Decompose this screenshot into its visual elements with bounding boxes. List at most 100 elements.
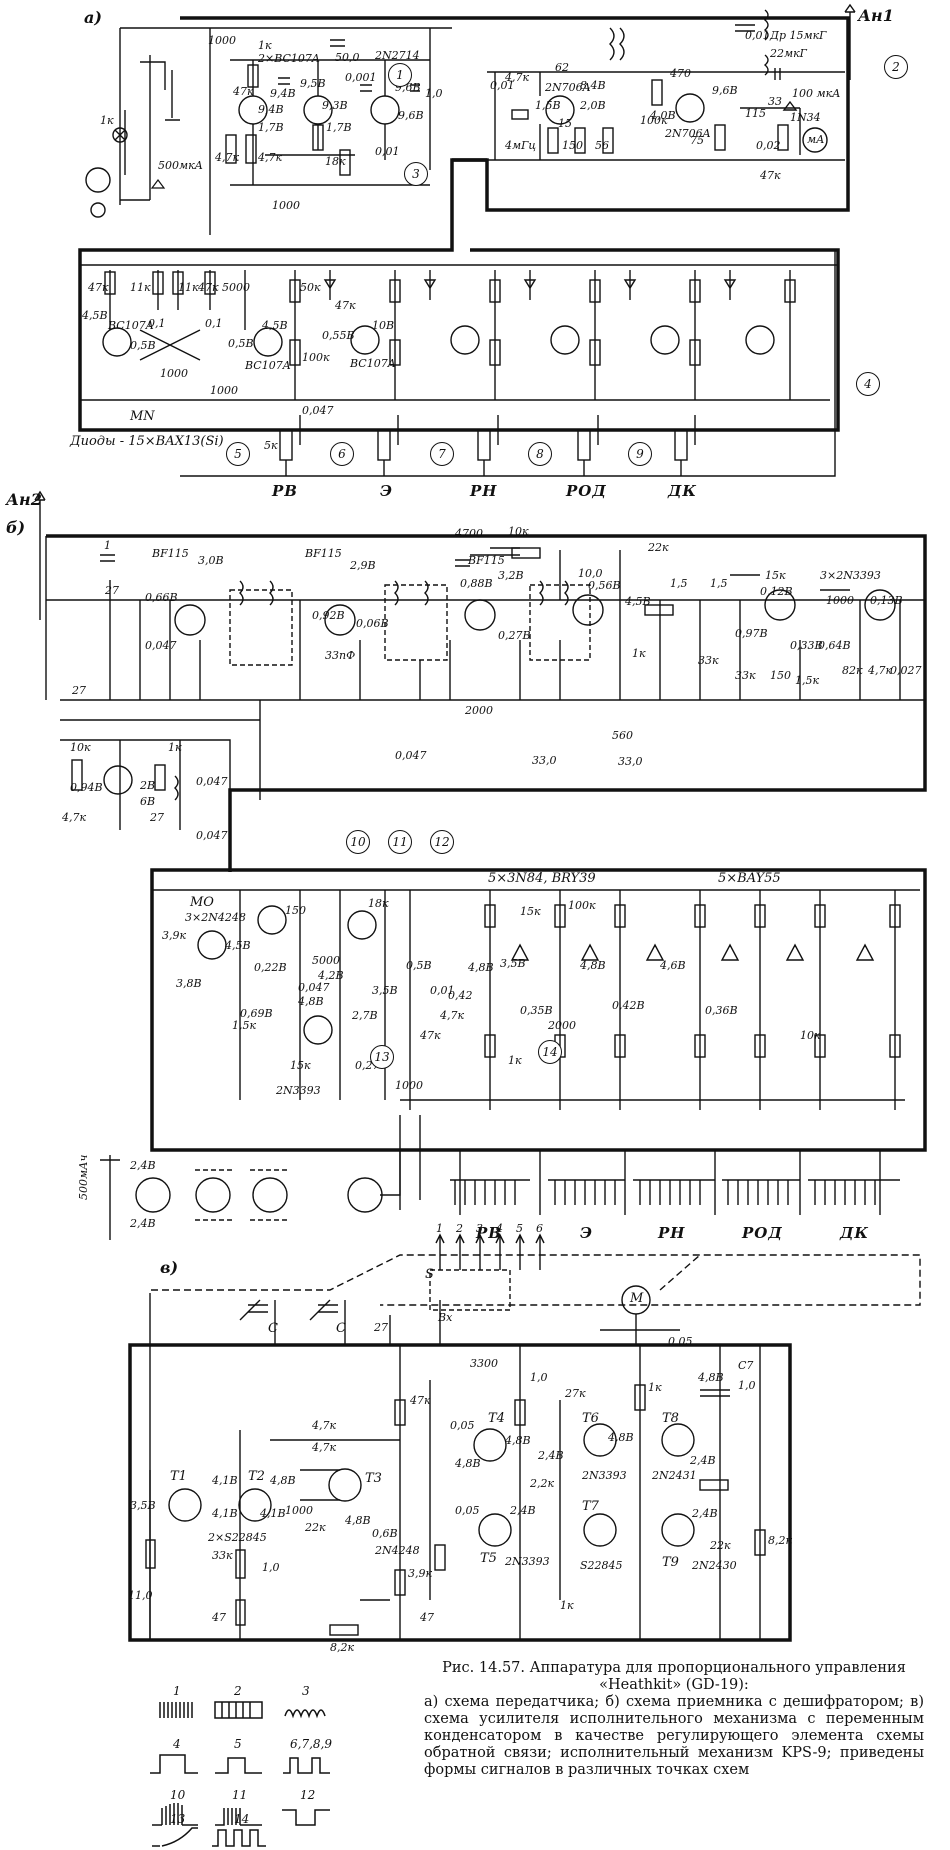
component-label: 0,047 — [196, 775, 228, 788]
component-label: 8,2к — [768, 1534, 793, 1547]
component-label: 5000 — [312, 954, 340, 967]
output-label-rod: РОД — [742, 1224, 783, 1242]
component-label: 4,0В — [650, 109, 676, 122]
component-label: 6В — [140, 795, 156, 808]
component-label: 4мГц — [505, 139, 537, 152]
component-label: 0,13В — [870, 594, 903, 607]
component-label: 4,8В — [298, 995, 324, 1008]
component-label: 2,7В — [352, 1009, 378, 1022]
component-label: 1,5к — [795, 674, 820, 687]
component-label: 0,27 — [355, 1059, 380, 1072]
component-label: 0,6В — [372, 1527, 398, 1540]
component-label: 82к — [842, 664, 863, 677]
component-label: 22мкГ — [770, 47, 807, 60]
output-label-rv: РВ — [476, 1224, 502, 1242]
callout-12: 12 — [430, 830, 454, 854]
transistor-t9: T9 — [662, 1555, 679, 1570]
component-label: 4,8В — [455, 1457, 481, 1470]
component-label: 3,5В — [372, 984, 398, 997]
component-label: 50,0 — [335, 51, 360, 64]
component-label: 47к — [410, 1394, 431, 1407]
component-label: 4,7к — [312, 1441, 337, 1454]
diodes-note: Диоды - 15×BAX13(Si) — [70, 434, 224, 449]
component-label: 150 — [285, 904, 306, 917]
component-label: 4,5В — [225, 939, 251, 952]
component-label: 0,01 — [375, 145, 400, 158]
component-label: 27 — [150, 811, 164, 824]
callout-3: 3 — [404, 162, 428, 186]
component-label: 1000 — [208, 34, 236, 47]
component-label: 8,4В — [580, 79, 606, 92]
component-label: 10,0 — [578, 567, 603, 580]
antenna-1-label: Ан1 — [858, 6, 894, 25]
component-label: 2,2к — [530, 1477, 555, 1490]
component-label: 100 мкА — [792, 87, 841, 100]
transistor-t6: T6 — [582, 1411, 599, 1426]
component-label: 4,5В — [82, 309, 108, 322]
component-label: 0,05 — [450, 1419, 475, 1432]
control-label-rod: РОД — [566, 482, 607, 500]
waveform-label: 12 — [300, 1788, 316, 1802]
component-label: 1к — [508, 1054, 522, 1067]
control-label-e: Э — [380, 482, 393, 500]
control-label-dk: ДК — [668, 482, 697, 500]
component-label: 9,5В — [300, 77, 326, 90]
component-label: 0,01 — [745, 29, 770, 42]
component-label: 4,7к — [868, 664, 893, 677]
component-label: 0,047 — [145, 639, 177, 652]
component-label: 33пФ — [325, 649, 356, 662]
component-label: 0,05 — [455, 1504, 480, 1517]
component-label: 4,7к — [505, 71, 530, 84]
component-label: 15 — [558, 117, 572, 130]
component-label: 33,0 — [532, 754, 557, 767]
component-label: 1,5к — [232, 1019, 257, 1032]
component-label: 1,5 — [710, 577, 728, 590]
component-label: 2N2714 — [375, 49, 420, 62]
transistor-t7: T7 — [582, 1499, 599, 1514]
waveform-label: 13 — [170, 1812, 186, 1826]
component-label: 2000 — [465, 704, 493, 717]
waveform-label: 2 — [234, 1684, 242, 1698]
component-label: 3300 — [470, 1357, 498, 1370]
component-label: 1000 — [826, 594, 854, 607]
component-label: 2N706A — [545, 81, 591, 94]
component-label: 22к — [710, 1539, 731, 1552]
component-label: 1,0 — [530, 1371, 548, 1384]
component-label: 0,047 — [196, 829, 228, 842]
component-label: 4,7к — [258, 151, 283, 164]
component-label: 27 — [374, 1321, 388, 1334]
transistor-t5: T5 — [480, 1551, 497, 1566]
amp-terminal-label: 2 — [456, 1222, 463, 1235]
component-label: 47 — [420, 1611, 434, 1624]
component-label: 2N3393 — [505, 1555, 550, 1568]
component-label: 9,4В — [258, 103, 284, 116]
component-label: 1000 — [210, 384, 238, 397]
component-label: 11к — [130, 281, 151, 294]
component-label: 3,9к — [162, 929, 187, 942]
control-label-rv: РВ — [272, 482, 298, 500]
waveform-label: 10 — [170, 1788, 186, 1802]
battery-voltage: 2,4В — [130, 1217, 156, 1230]
component-label: 9,6В — [398, 109, 424, 122]
callout-6: 6 — [330, 442, 354, 466]
component-label: 11к — [178, 281, 199, 294]
mo-label: MO — [190, 895, 214, 910]
callout-13: 13 — [370, 1045, 394, 1069]
amp-terminal-label: 3 — [476, 1222, 483, 1235]
component-label: 0,02 — [756, 139, 781, 152]
component-label: 15к — [765, 569, 786, 582]
component-label: 2,4В — [510, 1504, 536, 1517]
component-label: 1к — [258, 39, 272, 52]
component-label: 33к — [735, 669, 756, 682]
component-label: 560 — [612, 729, 633, 742]
component-label: 0,001 — [345, 71, 377, 84]
component-label: BF115 — [152, 547, 189, 560]
component-label: 1,0 — [425, 87, 443, 100]
component-label: 56 — [595, 139, 609, 152]
transistor-t3: T3 — [365, 1471, 382, 1486]
component-label: 75 — [690, 134, 704, 147]
component-label: 0,01 — [430, 984, 455, 997]
component-label: 2N706A — [665, 127, 711, 140]
component-label: 0,97В — [735, 627, 768, 640]
component-label: 0,047 — [298, 981, 330, 994]
